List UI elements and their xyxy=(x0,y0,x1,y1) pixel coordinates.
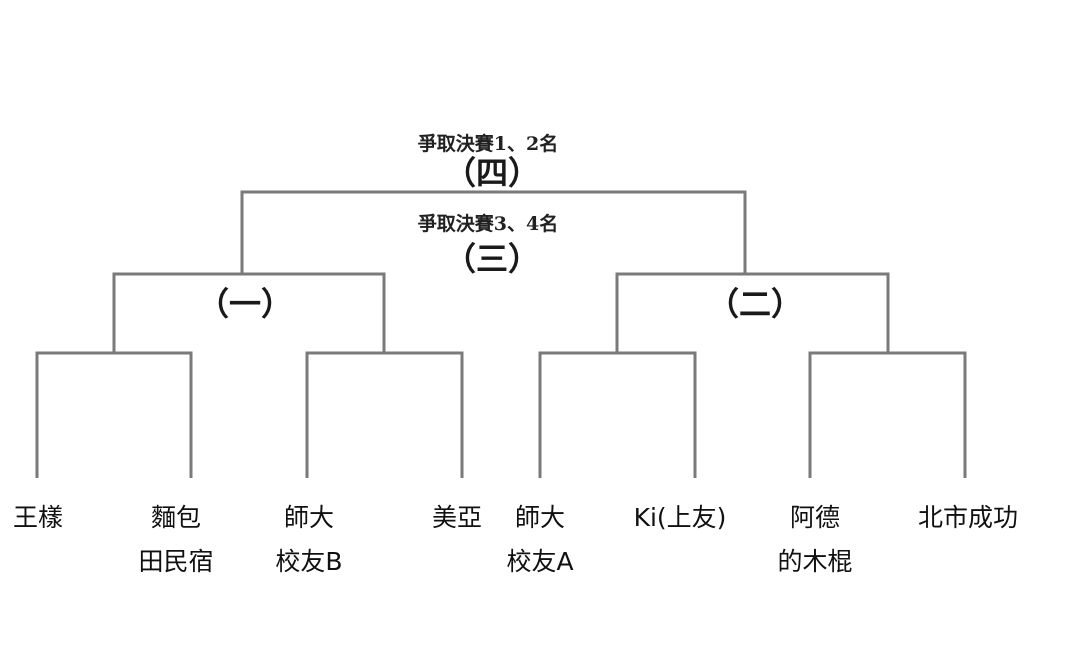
team-7-line2: 的木棍 xyxy=(777,547,853,576)
team-2-line2: 田民宿 xyxy=(138,547,214,576)
final-round-label: （四） xyxy=(444,154,540,192)
final-caption: 爭取決賽1、2名 xyxy=(418,132,558,155)
third-place-caption: 爭取決賽3、4名 xyxy=(418,212,558,235)
team-4-line1: 美亞 xyxy=(431,503,482,532)
team-7: 阿德 的木棍 xyxy=(765,496,865,584)
team-2: 麵包 田民宿 xyxy=(126,496,226,584)
semi-left-label: （一） xyxy=(197,285,293,323)
team-1: 王樣 xyxy=(0,496,76,540)
match-line-2 xyxy=(305,351,464,478)
semi-right-label: （二） xyxy=(707,285,803,323)
final-line xyxy=(240,190,747,274)
team-3: 師大 校友B xyxy=(259,496,359,584)
match-line-1 xyxy=(35,351,193,478)
team-7-line1: 阿德 xyxy=(789,503,840,532)
team-5-line2: 校友A xyxy=(506,547,574,576)
third-place-round-label: （三） xyxy=(444,240,540,278)
team-2-line1: 麵包 xyxy=(150,503,201,532)
match-line-3 xyxy=(538,351,697,478)
team-1-line1: 王樣 xyxy=(12,503,63,532)
team-6-line1: Ki(上友) xyxy=(633,503,727,532)
semi-left-line xyxy=(112,272,386,353)
team-6: Ki(上友) xyxy=(615,496,745,540)
team-3-line1: 師大 xyxy=(283,503,334,532)
semi-right-line xyxy=(615,272,890,353)
team-3-line2: 校友B xyxy=(275,547,343,576)
team-5: 師大 校友A xyxy=(490,496,590,584)
team-8-line1: 北市成功 xyxy=(917,503,1018,532)
team-8: 北市成功 xyxy=(900,496,1036,540)
match-line-4 xyxy=(808,351,967,478)
team-4: 美亞 xyxy=(417,496,497,540)
team-5-line1: 師大 xyxy=(514,503,565,532)
